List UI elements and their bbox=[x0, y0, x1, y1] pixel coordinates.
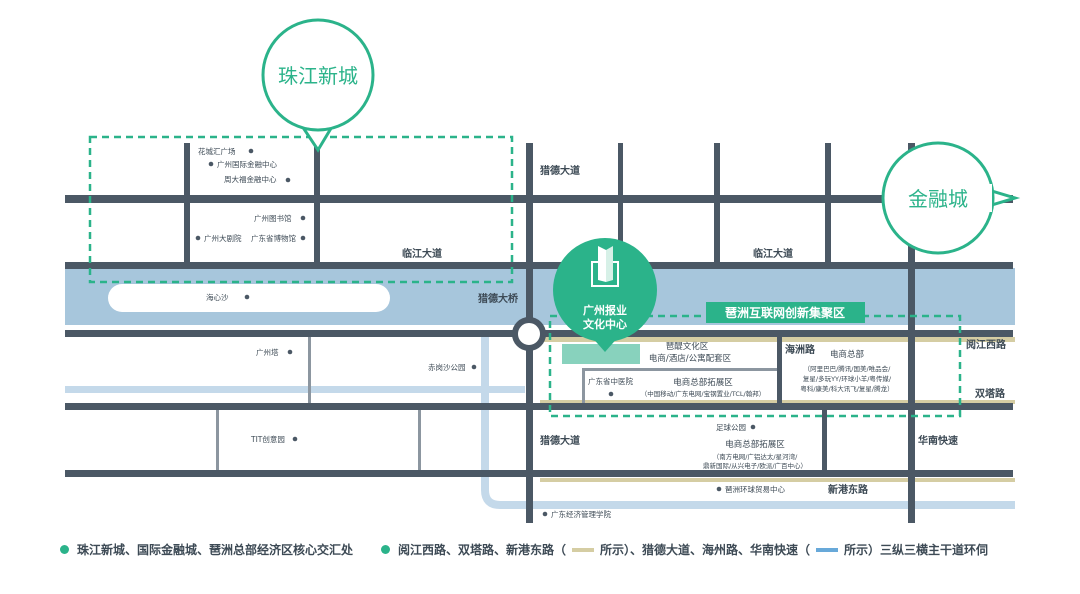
poi-dot-icon bbox=[248, 148, 254, 154]
xingang-road-beige bbox=[540, 478, 1015, 482]
poi-dot-icon bbox=[285, 177, 291, 183]
poi-label: 广东省中医院 bbox=[588, 376, 633, 386]
landmark-pin-tip bbox=[590, 335, 620, 352]
poi-dot-icon bbox=[208, 161, 214, 167]
poi-label: 广州大剧院 bbox=[204, 233, 242, 243]
landmark-pin-circle bbox=[553, 238, 657, 342]
poi-label: 周大福金融中心 bbox=[224, 174, 277, 184]
poi-label: 广州塔 bbox=[256, 347, 279, 357]
district-ecom-expand-2-sub-2: 鼎新国际/从兴电子/欧派/广百中心） bbox=[703, 461, 807, 470]
district-ecom-expand-1-sub: （中国移动/广东电网/宝钢置业/TCL/翰邦） bbox=[641, 389, 766, 398]
road-label-liede-bottom: 猎德大道 bbox=[540, 434, 580, 447]
road-label-huanan: 华南快速 bbox=[918, 434, 958, 447]
legend-item-1: 珠江新城、国际金融城、琶洲总部经济区核心交汇处 bbox=[77, 543, 354, 557]
newspaper-tower-icon bbox=[591, 246, 619, 287]
road-label-haizhou: 海洲路 bbox=[785, 343, 816, 356]
blue-ring-road bbox=[481, 330, 1015, 509]
poi-dot-icon bbox=[244, 294, 250, 300]
poi-label: 花城汇广场 bbox=[198, 146, 236, 156]
legend-item-2c: 所示）三纵三横主干道环伺 bbox=[844, 543, 989, 557]
poi-dot-icon bbox=[750, 424, 756, 430]
poi-dot-icon bbox=[608, 391, 614, 397]
road-label-linjiang-right: 临江大道 bbox=[753, 247, 793, 260]
district-ecom-hq: 电商总部 bbox=[830, 349, 865, 360]
poi-dot-icon bbox=[300, 215, 306, 221]
district-ecom-expand-2: 电商总部拓展区 bbox=[725, 439, 785, 450]
legend-item-2b: 所示）、猎德大道、海州路、华南快速（ bbox=[600, 543, 811, 557]
legend-item-2a: 阅江西路、双塔路、新港东路（ bbox=[398, 543, 567, 557]
district-ecom-hq-sub-3: 粤科/康美/科大讯飞/复星/腾龙） bbox=[800, 384, 893, 393]
zhujiang-bubble-label: 珠江新城 bbox=[278, 64, 358, 88]
jinrong-bubble-label: 金融城 bbox=[908, 187, 968, 211]
poi-dot-icon bbox=[287, 349, 293, 355]
zhujiang-zone-outline bbox=[88, 135, 514, 284]
poi-dot-icon bbox=[300, 235, 306, 241]
zone-banner-bg bbox=[706, 302, 865, 323]
district-ecom-hq-sub-1: （阿里巴巴/腾讯/国美/唯品会/ bbox=[804, 364, 892, 373]
road-label-yuejiang: 阅江西路 bbox=[966, 338, 1007, 351]
landmark-label-1: 广州报业 bbox=[583, 303, 627, 317]
district-ecom-expand-1: 电商总部拓展区 bbox=[673, 377, 733, 388]
blue-road-swatch-icon bbox=[816, 547, 839, 552]
jinrong-bubble bbox=[881, 141, 1021, 255]
teal-dot-icon bbox=[381, 545, 391, 554]
site-highlight bbox=[562, 344, 640, 364]
district-ecom-hq-sub-2: 复星/多玩YY/环球小羊/粤传媒/ bbox=[803, 374, 892, 383]
liede-interchange-icon bbox=[512, 317, 546, 351]
poi-label: 广东经济管理学院 bbox=[551, 509, 611, 519]
zone-banner-label: 琶洲互联网创新集聚区 bbox=[725, 305, 845, 320]
zhujiang-bubble bbox=[261, 18, 375, 153]
district-cultural-sub: 电商/酒店/公寓配套区 bbox=[649, 353, 732, 364]
poi-dot-icon bbox=[195, 235, 201, 241]
poi-label: 广州国际金融中心 bbox=[217, 159, 277, 169]
teal-dot-icon bbox=[60, 545, 69, 554]
road-label-liede-top: 猎德大道 bbox=[540, 164, 580, 177]
district-cultural: 琶醍文化区 bbox=[666, 341, 709, 352]
road-label-xingang: 新港东路 bbox=[828, 483, 869, 496]
poi-dot-icon bbox=[542, 511, 548, 517]
secondary-roads bbox=[216, 337, 777, 470]
road-label-shuangta: 双塔路 bbox=[975, 387, 1006, 400]
poi-label: 足球公园 bbox=[716, 422, 746, 432]
road-label-liede-bridge: 猎德大桥 bbox=[478, 292, 519, 305]
map-legend: 珠江新城、国际金融城、琶洲总部经济区核心交汇处 阅江西路、双塔路、新港东路（ 所示）… bbox=[60, 541, 1060, 563]
district-ecom-expand-2-sub-1: （南方电网/广铝达太/星河湾/ bbox=[713, 452, 798, 461]
poi-dot-icon bbox=[471, 364, 477, 370]
poi-label: 海心沙 bbox=[206, 292, 229, 302]
poi-label: 广州图书馆 bbox=[254, 213, 292, 223]
poi-dot-icon bbox=[292, 436, 298, 442]
poi-dot-icon bbox=[716, 486, 722, 492]
poi-label: TIT创意园 bbox=[250, 434, 285, 444]
blue-road-strip bbox=[65, 386, 525, 393]
beige-road-swatch-icon bbox=[572, 547, 595, 552]
landmark-label-2: 文化中心 bbox=[583, 317, 627, 331]
poi-label: 琶洲环球贸易中心 bbox=[725, 484, 785, 494]
road-label-linjiang-left: 临江大道 bbox=[402, 247, 442, 260]
poi-label: 赤岗沙公园 bbox=[428, 363, 466, 372]
poi-label: 广东省博物馆 bbox=[251, 233, 296, 243]
